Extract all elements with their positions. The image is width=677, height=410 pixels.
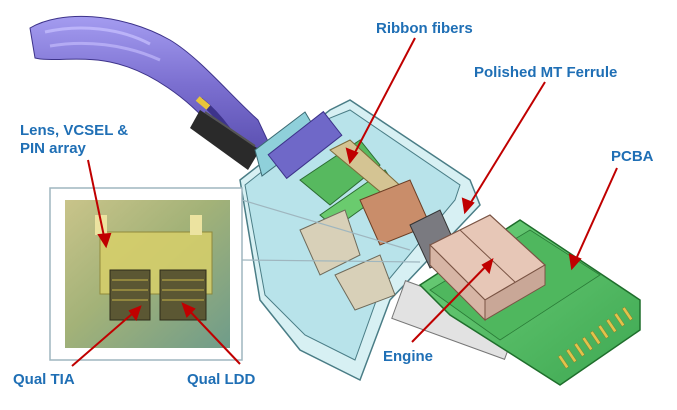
cable-boot: [190, 110, 260, 170]
label-ribbon-fibers: Ribbon fibers: [376, 20, 473, 37]
label-polished-mt-ferrule: Polished MT Ferrule: [474, 64, 618, 81]
label-qual-tia: Qual TIA: [13, 371, 75, 388]
label-engine: Engine: [383, 348, 434, 365]
label-pcba: PCBA: [611, 148, 654, 165]
engine-block: [428, 214, 547, 322]
inset-photo: [49, 187, 243, 361]
inset-connector-lines: [241, 199, 421, 263]
label-qual-ldd: Qual LDD: [187, 371, 256, 388]
edge-connector-pads: [557, 306, 633, 369]
label-lens-vcsel-pin-array: Lens, VCSEL & PIN array: [20, 122, 129, 157]
leader-lines: [71, 37, 618, 367]
